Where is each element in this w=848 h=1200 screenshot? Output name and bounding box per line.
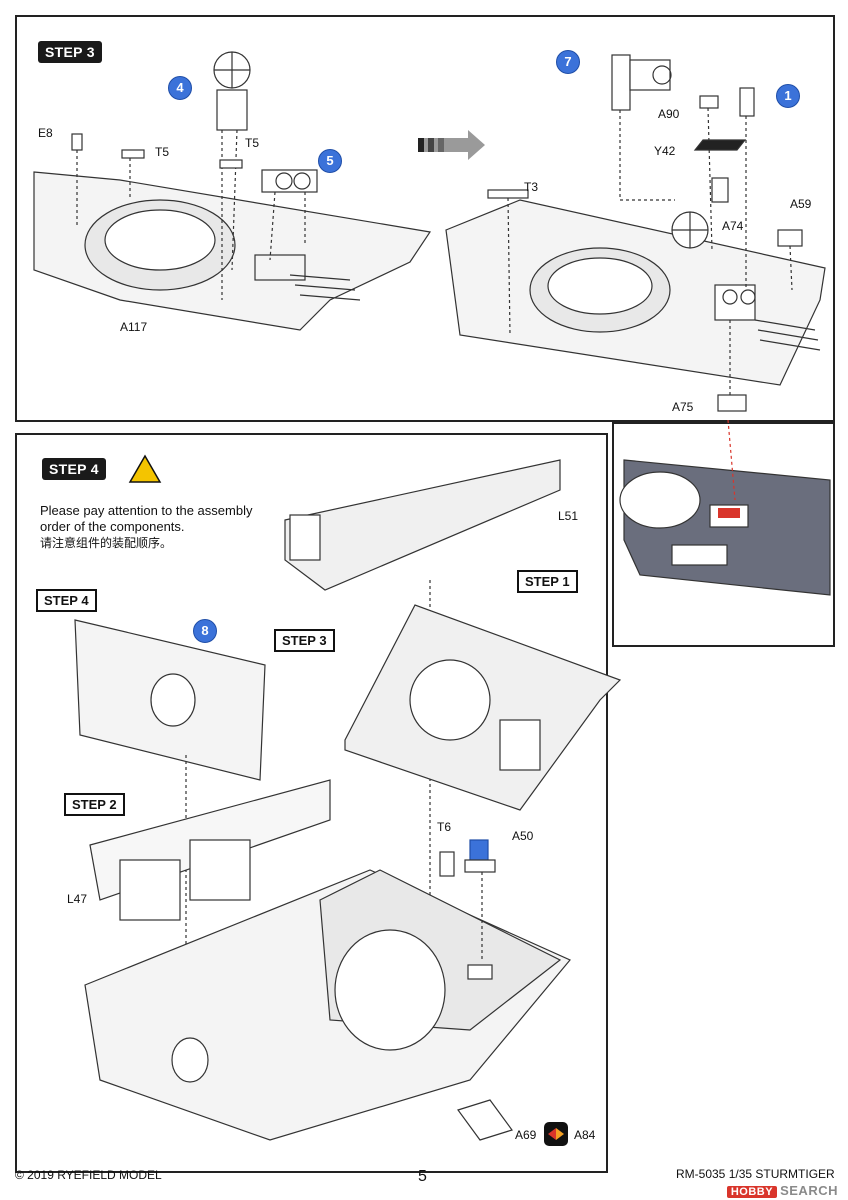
part-t6-label: T6 [437, 820, 452, 834]
sub-step3-label: STEP 3 [274, 629, 335, 652]
assembly-note: Please pay attention to the assembly ord… [40, 503, 252, 551]
part-a69-label: A69 [515, 1128, 537, 1142]
part-a74-label: A74 [722, 219, 744, 233]
model-number: RM-5035 1/35 STURMTIGER [676, 1167, 835, 1181]
callout-8: 8 [193, 619, 217, 643]
part-a50-label: A50 [512, 829, 534, 843]
step3-tag: STEP 3 [38, 41, 102, 63]
part-a90-label: A90 [658, 107, 680, 121]
sub-step2-label: STEP 2 [64, 793, 125, 816]
part-t5-label: T5 [155, 145, 170, 159]
detail-inset-frame [612, 422, 835, 647]
part-e8-label: E8 [38, 126, 53, 140]
part-a117-label: A117 [120, 320, 148, 334]
sub-step1-label: STEP 1 [517, 570, 578, 593]
part-t3-label: T3 [524, 180, 539, 194]
part-l47-label: L47 [67, 892, 88, 906]
callout-4: 4 [168, 76, 192, 100]
l51-plate [284, 459, 561, 591]
copyright: © 2019 RYEFIELD MODEL [15, 1168, 162, 1182]
note-chinese: 请注意组件的装配顺序。 [40, 536, 173, 550]
callout-5: 5 [318, 149, 342, 173]
sub-step4-label: STEP 4 [36, 589, 97, 612]
step3-frame [15, 15, 835, 422]
page-number: 5 [418, 1168, 427, 1185]
note-line-2: order of the components. [40, 519, 185, 534]
warning-icon [128, 454, 162, 483]
part-l51-label: L51 [558, 509, 579, 523]
part-t5-label-2: T5 [245, 136, 260, 150]
part-y42-label: Y42 [654, 144, 676, 158]
callout-1: 1 [776, 84, 800, 108]
part-a75-label: A75 [672, 400, 694, 414]
watermark-text: SEARCH [780, 1183, 838, 1198]
watermark-badge: HOBBY [726, 1186, 778, 1198]
step4-tag: STEP 4 [42, 458, 106, 480]
progress-arrow [418, 130, 485, 160]
step4-frame [15, 433, 608, 1173]
callout-7: 7 [556, 50, 580, 74]
part-a59-label: A59 [790, 197, 812, 211]
part-a84-label: A84 [574, 1128, 596, 1142]
note-line-1: Please pay attention to the assembly [40, 503, 253, 518]
